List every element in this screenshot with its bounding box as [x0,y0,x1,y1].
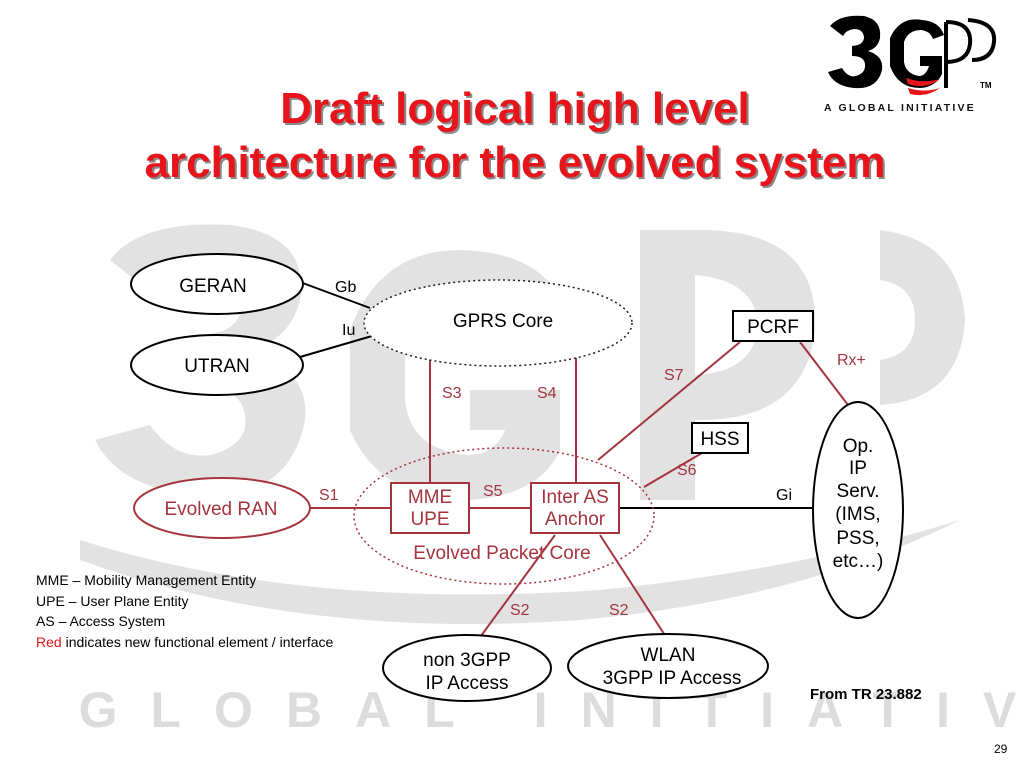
s2-right-label: S2 [609,602,629,619]
utran-label: UTRAN [184,356,249,377]
geran-label: GERAN [179,276,247,297]
hss-label: HSS [700,429,739,450]
inter-as-anchor-box [530,482,620,534]
op-serv-line-5: PSS, [836,528,879,549]
s4-label: S4 [537,385,557,402]
non-3gpp-line-1: non 3GPP [423,650,511,671]
3gpp-logo: TM [828,15,997,96]
link-s2-non3gpp [477,534,556,641]
logo-g-glyph [890,19,944,89]
wlan-line-2: 3GPP IP Access [603,668,742,689]
iu-label: Iu [342,322,355,339]
gb-label: Gb [335,279,356,296]
op-serv-line-1: Op. [843,436,874,457]
page-number: 29 [994,742,1008,756]
anchor-label: Anchor [545,509,606,530]
logo-3-glyph [828,15,883,89]
link-rx [799,341,849,406]
utran-node [130,334,304,396]
geran-node [130,253,304,315]
watermark-swoosh [80,520,960,624]
watermark-p2-glyph [880,230,965,405]
rx-label: Rx+ [837,352,866,369]
logo-p-glyph [944,20,973,88]
gprs-core-cloud [363,279,633,367]
wlan-node [567,633,769,699]
wlan-line-1: WLAN [641,645,696,666]
evolved-packet-core-cloud [353,447,655,585]
source-note: From TR 23.882 [810,686,922,703]
inter-as-label: Inter AS [541,487,609,508]
legend-line-as: AS – Access System [36,613,166,629]
logo-swoosh-2 [908,88,940,96]
interface-labels: Gb Iu S3 S4 S7 Rx+ S6 S1 S5 Gi S2 S2 [319,279,866,619]
pcrf-label: PCRF [747,317,799,338]
logo-swoosh [906,78,940,87]
node-labels: GERAN UTRAN GPRS Core PCRF HSS Evolved R… [165,276,884,694]
link-s7 [597,341,741,461]
mme-upe-box [390,482,470,534]
s6-label: S6 [677,462,697,479]
op-serv-line-2: IP [849,458,867,479]
logo-p2-glyph [967,18,997,62]
logo-tagline: A GLOBAL INITIATIVE [824,102,976,114]
logo-trademark: TM [980,81,992,90]
s7-label: S7 [664,367,684,384]
legend-line-mme: MME – Mobility Management Entity [36,572,257,588]
upe-label: UPE [410,509,449,530]
legend-line-red: Red indicates new functional element / i… [36,632,333,653]
link-s6 [643,452,703,488]
mme-label: MME [408,487,452,508]
evolved-packet-core-label: Evolved Packet Core [413,543,590,564]
slide-title: Draft logical high level architecture fo… [40,82,990,190]
non-3gpp-line-2: IP Access [425,673,508,694]
link-s2-wlan [599,534,669,641]
hss-box [691,422,749,454]
legend-red-text: indicates new functional element / inter… [61,633,334,650]
interfaces [299,281,849,641]
watermark: A GLOBAL INITIATIVE [0,224,1024,738]
op-serv-line-6: etc…) [833,551,884,572]
title-line-1: Draft logical high level [280,84,750,133]
link-iu [299,335,373,358]
gprs-core-label: GPRS Core [453,311,553,332]
title-line-2: architecture for the evolved system [144,138,886,187]
op-serv-line-3: Serv. [837,481,880,502]
s1-label: S1 [319,487,339,504]
abbreviation-legend: MME – Mobility Management Entity UPE – U… [36,570,333,652]
legend-line-upe: UPE – User Plane Entity [36,592,189,609]
op-ip-serv-node [812,401,904,619]
evolved-ran-node [133,477,311,539]
s2-left-label: S2 [510,602,530,619]
evolved-ran-label: Evolved RAN [165,499,278,520]
non-3gpp-node [382,634,552,702]
pcrf-box [732,310,814,342]
s5-label: S5 [483,483,503,500]
watermark-p-glyph [640,230,816,500]
op-serv-line-4: (IMS, [835,504,880,525]
gi-label: Gi [776,487,792,504]
s3-label: S3 [442,385,462,402]
link-gb [299,281,371,309]
legend-red-word: Red [36,633,62,650]
